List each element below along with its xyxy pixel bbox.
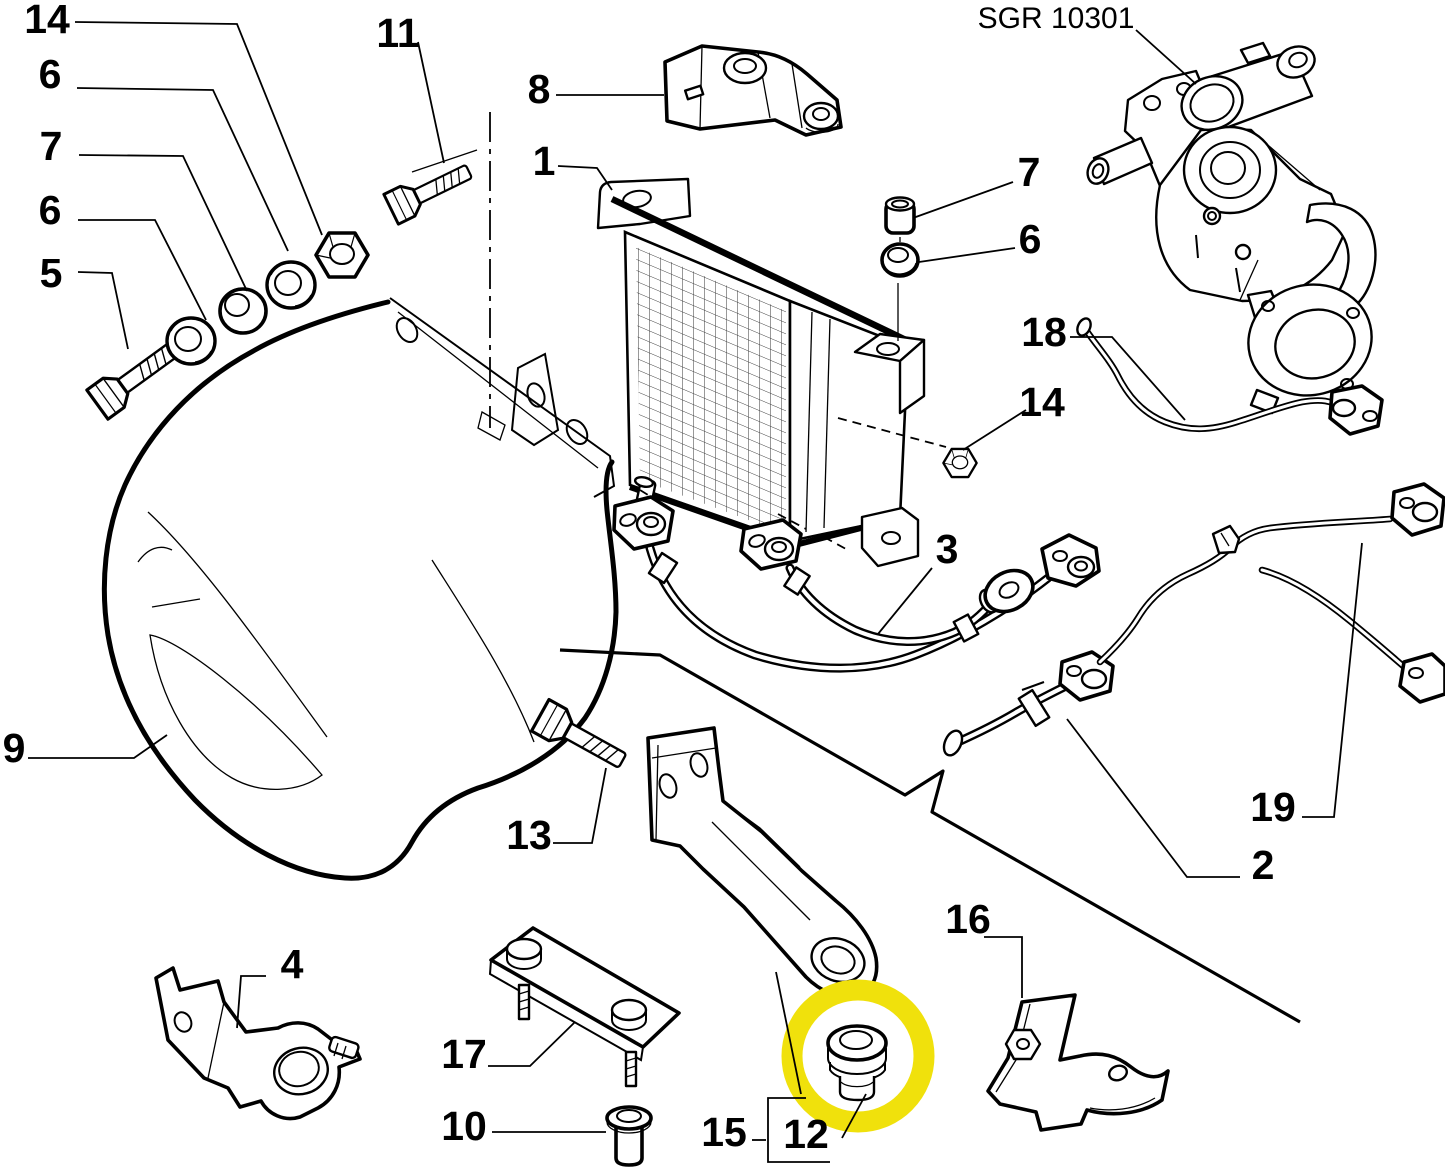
callout-14-top-left: 14: [24, 0, 70, 42]
part-washer-6c: [880, 242, 920, 278]
part-plate-17: [488, 926, 681, 1088]
callout-13: 13: [506, 812, 552, 858]
leader-lines: [28, 21, 1363, 1163]
callout-17: 17: [441, 1031, 487, 1077]
callout-6-upper: 6: [39, 51, 62, 97]
part-hose-pipe-2-19: [942, 482, 1445, 757]
part-bolt-13: [529, 697, 633, 779]
part-pipe-18: [1076, 317, 1384, 436]
part-radiator-1: [596, 177, 926, 568]
part-bolt-11: [382, 154, 478, 226]
part-washer-6b: [165, 316, 217, 366]
callout-12: 12: [783, 1111, 829, 1157]
part-bracket-16: [986, 993, 1170, 1132]
callout-16: 16: [945, 896, 991, 942]
callout-3: 3: [936, 526, 959, 572]
axis-link-line: [411, 149, 478, 173]
part-bracket-4: [154, 966, 362, 1121]
part-pump-assembly-sgr: [1086, 41, 1377, 415]
callout-18: 18: [1021, 309, 1067, 355]
part-bushing-7b: [884, 196, 916, 235]
axis-dash-fittingA2: [777, 513, 807, 530]
callout-9: 9: [3, 725, 26, 771]
part-bracket-15: [646, 726, 879, 999]
axis-dash-nut14b: [837, 417, 947, 448]
part-hose-3: [612, 476, 1101, 673]
part-washer-6a: [265, 260, 317, 310]
part-grommet-12: [826, 1024, 888, 1102]
callout-19: 19: [1250, 784, 1296, 830]
part-bushing-10: [605, 1105, 653, 1167]
callout-6-lower: 6: [39, 187, 62, 233]
callout-8: 8: [528, 66, 551, 112]
callout-2: 2: [1252, 842, 1275, 888]
callout-10: 10: [441, 1103, 487, 1149]
callout-7-right: 7: [1018, 149, 1041, 195]
callout-14-right: 14: [1019, 379, 1065, 425]
callout-6-right: 6: [1019, 216, 1042, 262]
part-spacer-7a: [218, 287, 268, 335]
part-shield-9: [101, 297, 619, 881]
part-bracket-8: [663, 44, 843, 137]
part-nut-14a: [314, 231, 370, 279]
section-divider: [559, 648, 1301, 1024]
callout-4: 4: [281, 941, 304, 987]
callout-11: 11: [376, 10, 419, 56]
callout-1: 1: [533, 138, 556, 184]
axis-dash-fittingA2b: [823, 536, 847, 550]
callout-7-left: 7: [40, 123, 63, 169]
highlight-ring: [781, 979, 935, 1133]
reference-code-label: SGR 10301: [978, 2, 1135, 35]
callout-5: 5: [40, 250, 63, 296]
axis-dash-fittingA: [639, 489, 667, 507]
callout-15: 15: [701, 1109, 747, 1155]
part-nut-14b: [942, 447, 978, 479]
